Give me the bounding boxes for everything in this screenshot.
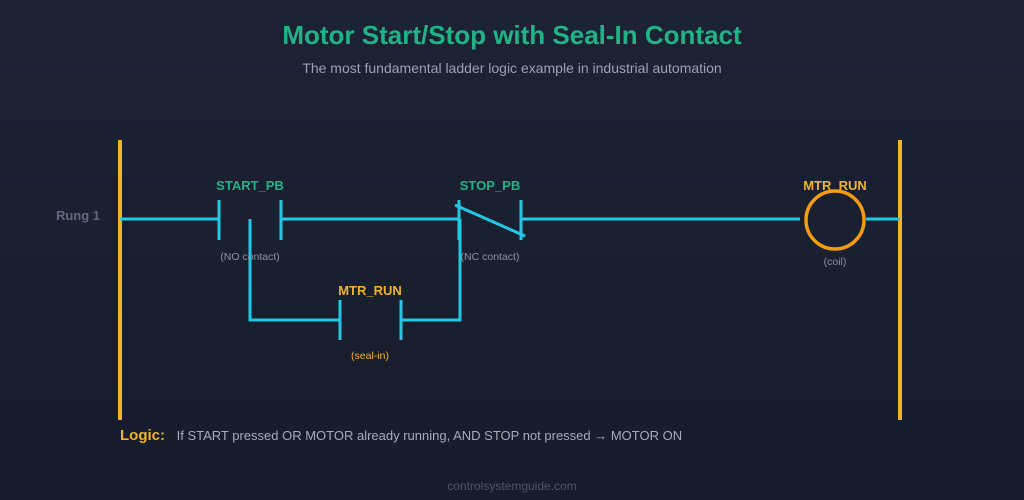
stop-pb-desc: (NC contact) — [461, 251, 520, 263]
footer-credit: controlsystemguide.com — [447, 479, 577, 493]
start-pb-desc: (NO contact) — [220, 251, 280, 263]
logic-explanation: Logic: If START pressed OR MOTOR already… — [120, 427, 682, 444]
start-pb-contact — [217, 200, 283, 240]
diagram-subtitle: The most fundamental ladder logic exampl… — [302, 60, 722, 76]
branch-wire-left — [248, 219, 340, 322]
coil-tag: MTR_RUN — [803, 178, 867, 193]
rung-label: Rung 1 — [56, 208, 100, 223]
motor-coil — [804, 189, 866, 251]
rung-wires — [120, 217, 900, 322]
coil-desc: (coil) — [824, 256, 847, 268]
stop-pb-contact — [454, 200, 526, 240]
stop-pb-contact-slash — [454, 203, 526, 238]
start-pb-tag: START_PB — [216, 178, 284, 193]
logic-label: Logic: — [120, 427, 165, 444]
seal-in-desc: (seal-in) — [351, 350, 389, 362]
diagram-title: Motor Start/Stop with Seal-In Contact — [282, 20, 742, 50]
seal-in-tag: MTR_RUN — [338, 283, 402, 298]
branch-wire-right — [401, 219, 462, 322]
seal-in-contact — [338, 300, 403, 340]
logic-text: If START pressed OR MOTOR already runnin… — [176, 428, 683, 443]
stop-pb-tag: STOP_PB — [460, 178, 520, 193]
